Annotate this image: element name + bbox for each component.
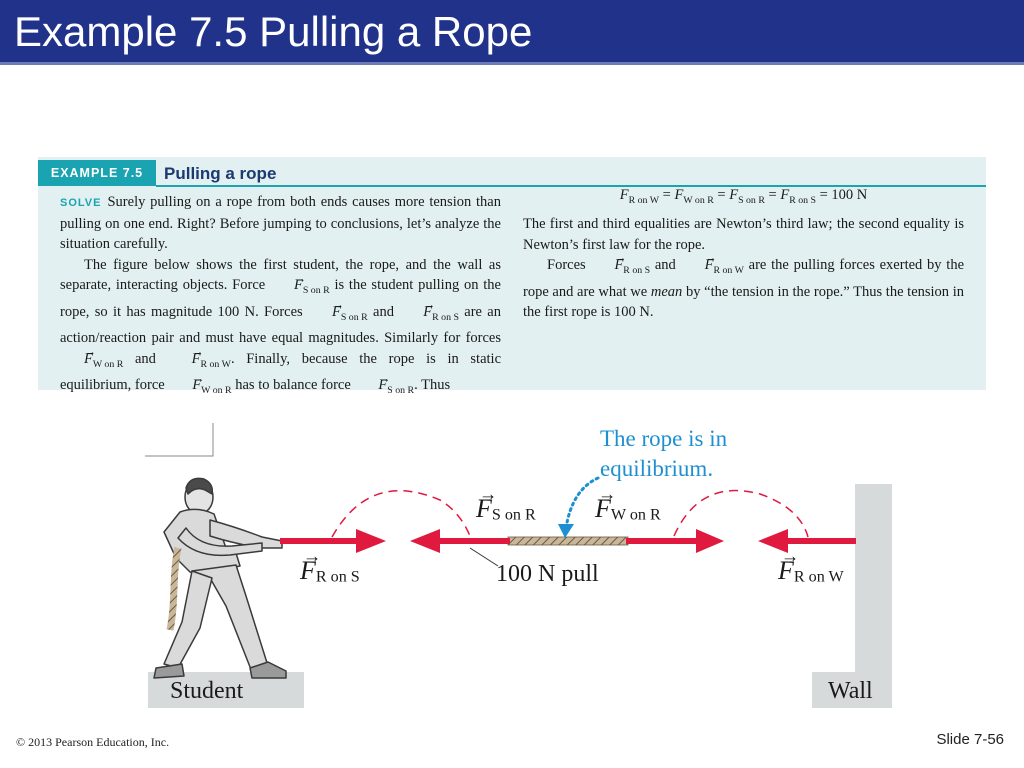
force-symbol: FS on R: [308, 295, 368, 328]
force-symbol: FR on W: [681, 248, 744, 281]
example-tag: EXAMPLE 7.5: [38, 160, 156, 186]
force-symbol: FR on S: [399, 295, 459, 328]
force-symbol: FS on R: [270, 269, 330, 301]
example-heading: Pulling a rope: [164, 164, 277, 183]
equilibrium-callout: The rope is in equilibrium.: [600, 426, 728, 481]
force-arrow-r-on-s: [280, 529, 386, 553]
force-symbol: FR on W: [168, 342, 231, 375]
force-symbol: FS on R: [354, 369, 414, 401]
copyright-notice: © 2013 Pearson Education, Inc.: [16, 735, 170, 749]
label-f-w-on-r: FW on R: [595, 484, 661, 524]
student-figure-icon: [153, 477, 287, 679]
student-label: Student: [170, 678, 244, 704]
label-f-r-on-w: FR on W: [778, 546, 844, 586]
frame-corner: [145, 423, 214, 457]
force-arrow-s-on-r: [410, 529, 510, 553]
example-right-column: The first and third equalities are Newto…: [523, 214, 964, 323]
equalities-paragraph: The first and third equalities are Newto…: [523, 216, 964, 253]
rope-tail: [166, 547, 182, 631]
force-symbol: FW on R: [168, 369, 231, 401]
title-bar: Example 7.5 Pulling a Rope: [0, 0, 1024, 62]
wall-label: Wall: [828, 678, 873, 704]
rope-segment: [507, 536, 629, 546]
slide-title: Example 7.5 Pulling a Rope: [14, 8, 533, 55]
example-rule: [156, 185, 986, 187]
pull-leader-line: [469, 547, 499, 567]
solve-label: SOLVE: [60, 197, 102, 209]
slide-number: Slide 7-56: [936, 731, 1004, 748]
label-f-r-on-s: FR on S: [300, 546, 360, 586]
interaction-arc-rope-wall: [673, 489, 809, 538]
analysis-paragraph: The figure below shows the first student…: [60, 255, 501, 402]
callout-pointer-head: [558, 524, 574, 538]
force-symbol: FW on R: [60, 342, 123, 375]
wall: [855, 484, 892, 708]
label-f-s-on-r: FS on R: [476, 484, 536, 524]
callout-pointer: [564, 476, 600, 530]
interaction-arc-student-rope: [331, 490, 471, 538]
force-symbol: FR on S: [590, 248, 650, 281]
wall-base: [812, 672, 892, 708]
tension-paragraph: Forces FR on S and FR on W are the pulli…: [523, 248, 964, 323]
pull-label: 100 N pull: [496, 561, 599, 587]
force-equation: FR on W = FW on R = FS on R = FR on S = …: [619, 187, 868, 206]
title-rule: [0, 62, 1024, 65]
force-arrow-w-on-r: [626, 529, 724, 553]
